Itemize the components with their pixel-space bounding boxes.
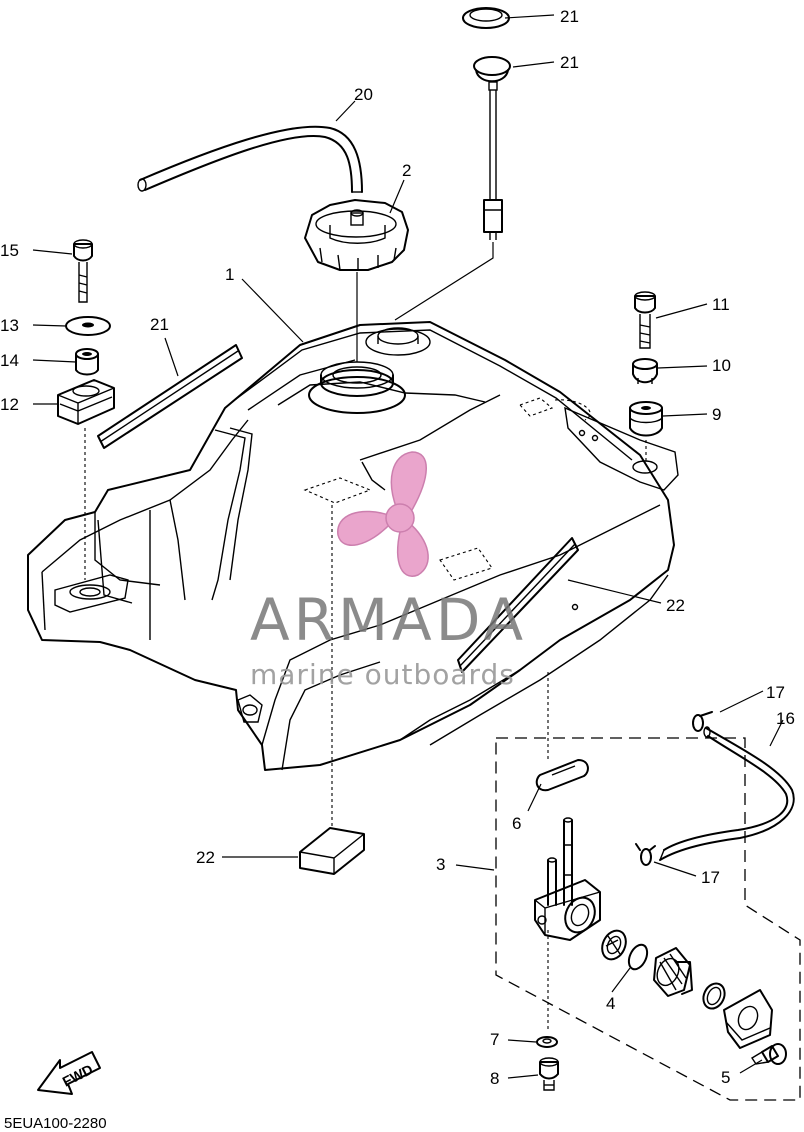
bolt-11 <box>634 291 656 349</box>
fuel-cock-body <box>534 817 601 941</box>
callout-labels: 21 21 20 2 1 15 13 14 12 21 11 10 9 22 1… <box>0 7 795 1088</box>
callout-18: 20 <box>354 85 373 104</box>
callout-14: 14 <box>0 351 19 370</box>
washer-13 <box>65 316 111 336</box>
callout-21-upper: 21 <box>150 315 169 334</box>
leader-lines <box>32 14 784 1079</box>
fuel-gauge <box>473 56 511 240</box>
fuel-cock-plate <box>535 759 589 792</box>
damper-9 <box>629 401 663 437</box>
callout-11: 11 <box>712 295 730 314</box>
breather-hose <box>137 125 363 193</box>
callout-4: 4 <box>606 994 615 1013</box>
fuel-cock-lever <box>653 947 693 997</box>
callout-17-lower: 17 <box>701 868 720 887</box>
callout-3: 3 <box>436 855 445 874</box>
o-ring-small <box>702 982 726 1010</box>
callout-12: 12 <box>0 395 19 414</box>
damper-strip-upper <box>97 344 243 449</box>
clip-17-upper <box>692 711 713 732</box>
propeller-icon <box>337 451 429 577</box>
fuel-tank-cap <box>304 199 409 271</box>
collar-10 <box>632 358 658 384</box>
damper-22 <box>299 827 365 875</box>
callout-20: 21 <box>560 7 579 26</box>
watermark-brand: ARMADA <box>250 586 527 654</box>
callout-5: 5 <box>721 1068 730 1087</box>
callout-8: 8 <box>490 1069 499 1088</box>
callout-16: 16 <box>776 709 795 728</box>
callout-1: 1 <box>225 265 234 284</box>
bolt-8 <box>539 1057 559 1091</box>
callout-13: 13 <box>0 316 19 335</box>
clip-17-lower <box>635 843 656 866</box>
damper-strip-lower <box>457 537 579 673</box>
callout-21-lower: 22 <box>666 596 685 615</box>
bolt-15 <box>73 239 93 303</box>
fuel-hose <box>659 726 795 861</box>
callout-2: 2 <box>402 161 411 180</box>
callout-7: 7 <box>490 1030 499 1049</box>
callout-15: 15 <box>0 241 19 260</box>
callout-10: 10 <box>712 356 731 375</box>
callout-6: 6 <box>512 814 521 833</box>
washer-7 <box>536 1036 558 1048</box>
callout-22: 22 <box>196 848 215 867</box>
damper-12 <box>57 379 115 425</box>
collar-14 <box>75 348 99 376</box>
callout-19: 21 <box>560 53 579 72</box>
fuel-cock-cover-plate <box>723 989 773 1049</box>
screw-5 <box>751 1043 787 1065</box>
callout-9: 9 <box>712 405 721 424</box>
fuel-gauge-cap <box>462 7 510 29</box>
fuel-cock-filter <box>601 929 627 961</box>
drawing-code: 5EUA100-2280 <box>4 1115 107 1132</box>
fuel-cock-group-outline <box>495 737 801 1101</box>
filler-neck <box>308 327 431 414</box>
watermark: ARMADA marine outboards <box>250 451 527 691</box>
fuel-tank <box>27 321 679 771</box>
forward-direction-arrow: FWD <box>37 1051 101 1095</box>
watermark-tagline: marine outboards <box>250 658 515 691</box>
o-ring-4 <box>627 943 649 971</box>
callout-17-upper: 17 <box>766 683 785 702</box>
